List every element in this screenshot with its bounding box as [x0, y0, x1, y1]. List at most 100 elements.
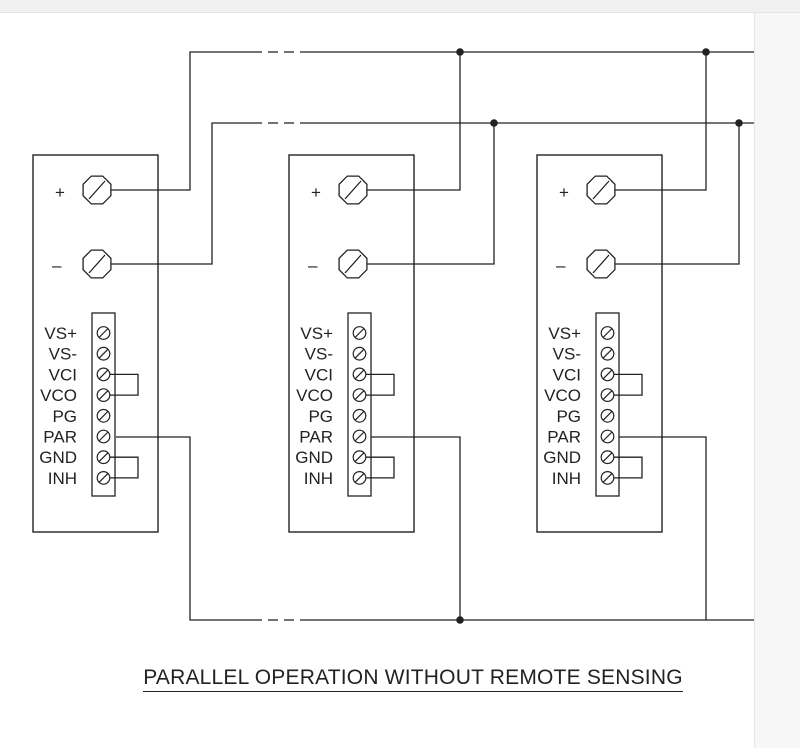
vci-vco-jumper — [110, 373, 139, 396]
screw-slot — [88, 180, 106, 200]
signal-terminal-strip — [595, 312, 620, 497]
pin-screw-slot — [354, 472, 365, 483]
pin-screw — [96, 388, 111, 403]
right-margin-strip — [754, 13, 800, 748]
pin-label: INH — [304, 469, 333, 488]
pin-screw — [96, 346, 111, 361]
pin-label: VS+ — [300, 324, 333, 343]
pin-screw-slot — [602, 348, 613, 359]
vci-vco-jumper — [614, 373, 643, 396]
pin-screw — [600, 346, 615, 361]
minus-symbol: – — [52, 256, 62, 275]
signal-terminal-strip — [91, 312, 116, 497]
gnd-inh-jumper — [366, 456, 395, 479]
pin-label: VCI — [553, 365, 581, 384]
pin-label: VS+ — [548, 324, 581, 343]
plus-symbol: + — [311, 183, 321, 202]
screw-slot — [344, 254, 362, 274]
pin-screw — [600, 326, 615, 340]
pin-screw-slot — [602, 328, 613, 338]
pin-label: VCO — [296, 386, 333, 405]
pin-screw — [96, 450, 111, 465]
pin-screw — [352, 388, 367, 403]
pin-label: PAR — [547, 428, 581, 447]
pin-screw-slot — [98, 328, 109, 338]
pin-screw-slot — [602, 472, 613, 483]
junction-dot — [735, 119, 743, 127]
pin-screw — [352, 408, 367, 423]
screw-slot — [88, 254, 106, 274]
pin-screw-slot — [354, 348, 365, 359]
pin-screw-slot — [602, 431, 613, 442]
screw-slot — [592, 180, 610, 200]
top-bar — [0, 0, 800, 13]
pin-screw-slot — [98, 452, 109, 463]
pin-screw-slot — [354, 328, 365, 338]
minus-symbol: – — [308, 256, 318, 275]
pin-screw-slot — [354, 369, 365, 380]
pin-screw-slot — [354, 452, 365, 463]
pin-screw-slot — [98, 472, 109, 483]
vci-vco-jumper — [366, 373, 395, 396]
pin-screw — [600, 471, 615, 485]
pin-screw-slot — [354, 410, 365, 421]
pin-label: VCO — [544, 386, 581, 405]
pin-screw — [352, 471, 367, 485]
pin-screw-slot — [602, 452, 613, 463]
screw-slot — [592, 254, 610, 274]
pin-label: VCO — [40, 386, 77, 405]
gnd-inh-jumper — [110, 456, 139, 479]
pin-screw-slot — [98, 348, 109, 359]
positive-bus-wire — [111, 51, 754, 191]
pin-screw — [96, 408, 111, 423]
pin-screw — [600, 367, 615, 382]
pin-label: VS- — [553, 345, 581, 364]
pin-label: GND — [295, 448, 333, 467]
pin-label: VS- — [305, 345, 333, 364]
pin-screw-slot — [602, 390, 613, 401]
pin-screw-slot — [354, 431, 365, 442]
plus-symbol: + — [55, 183, 65, 202]
pin-screw — [352, 450, 367, 465]
pin-screw-slot — [98, 410, 109, 421]
pin-label: VCI — [49, 365, 77, 384]
pin-label: VCI — [305, 365, 333, 384]
pin-screw — [600, 429, 615, 444]
pin-label: PAR — [43, 428, 77, 447]
pin-screw — [352, 367, 367, 382]
junction-dot — [456, 616, 464, 624]
pin-screw — [352, 346, 367, 361]
pin-screw-slot — [98, 369, 109, 380]
pin-screw — [96, 471, 111, 485]
pin-screw-slot — [602, 410, 613, 421]
pin-screw — [96, 429, 111, 444]
pin-screw — [352, 326, 367, 340]
pin-label: INH — [48, 469, 77, 488]
pin-label: GND — [39, 448, 77, 467]
negative-bus-wire — [111, 122, 754, 265]
pin-screw — [600, 408, 615, 423]
minus-symbol: – — [556, 256, 566, 275]
pin-label: GND — [543, 448, 581, 467]
pin-label: PG — [52, 407, 77, 426]
pin-screw-slot — [602, 369, 613, 380]
pin-screw — [96, 326, 111, 340]
pin-label: VS- — [49, 345, 77, 364]
pin-screw — [600, 450, 615, 465]
pin-screw — [352, 429, 367, 444]
par-bus-wire — [116, 436, 754, 621]
junction-dot — [456, 48, 464, 56]
screw-slot — [344, 180, 362, 200]
pin-screw-slot — [98, 390, 109, 401]
pin-label: INH — [552, 469, 581, 488]
pin-screw — [600, 388, 615, 403]
pin-screw-slot — [98, 431, 109, 442]
junction-dot — [702, 48, 710, 56]
gnd-inh-jumper — [614, 456, 643, 479]
diagram-caption: PARALLEL OPERATION WITHOUT REMOTE SENSIN… — [0, 666, 800, 692]
pin-label: PAR — [299, 428, 333, 447]
